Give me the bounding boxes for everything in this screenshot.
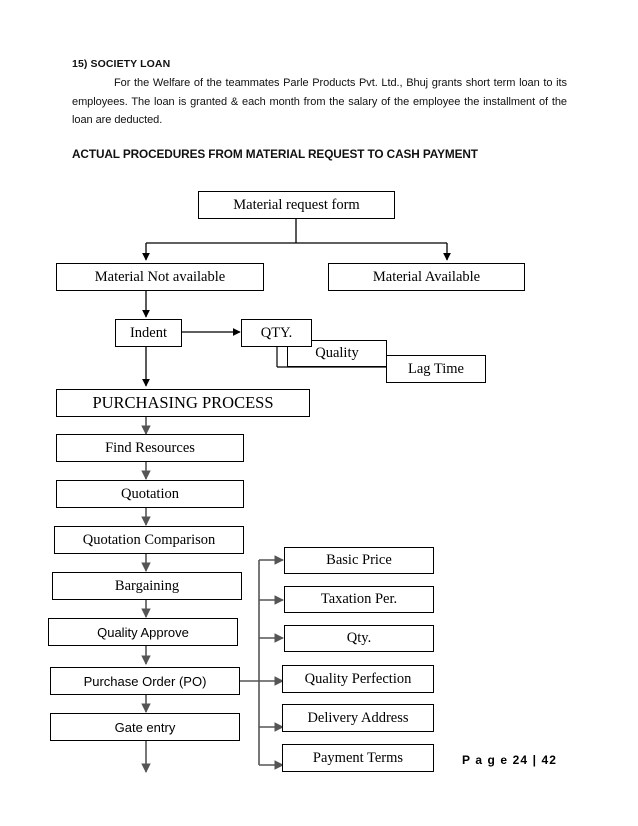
node-label: Qty. <box>346 630 372 647</box>
node-label: Quotation Comparison <box>82 531 216 548</box>
node-indent[interactable]: Indent <box>115 319 182 347</box>
node-label: Find Resources <box>105 439 195 456</box>
node-payment-terms[interactable]: Payment Terms <box>282 744 434 772</box>
node-label: Purchase Order (PO) <box>83 673 207 689</box>
node-label: Delivery Address <box>307 709 409 726</box>
node-label: Indent <box>129 324 168 341</box>
node-label: Lag Time <box>408 360 464 377</box>
section-heading: 15) SOCIETY LOAN <box>72 58 171 70</box>
node-label: QTY. <box>260 324 293 341</box>
node-label: Payment Terms <box>312 749 404 766</box>
node-qty-right[interactable]: Qty. <box>284 625 434 652</box>
node-find-resources[interactable]: Find Resources <box>56 434 244 462</box>
node-label: Material Not available <box>94 268 226 285</box>
page-number-footer: P a g e 24 | 42 <box>462 753 558 767</box>
node-quotation-comparison[interactable]: Quotation Comparison <box>54 526 244 554</box>
node-delivery-address[interactable]: Delivery Address <box>282 704 434 732</box>
node-label: Material request form <box>233 196 360 213</box>
node-label: Taxation Per. <box>320 591 398 608</box>
node-material-not-available[interactable]: Material Not available <box>56 263 264 291</box>
node-label: Quotation <box>121 485 179 502</box>
node-label: Bargaining <box>114 577 180 594</box>
node-label: Quality <box>315 345 359 362</box>
node-purchase-order[interactable]: Purchase Order (PO) <box>50 667 240 695</box>
node-label: Material Available <box>372 268 481 285</box>
node-gate-entry[interactable]: Gate entry <box>50 713 240 741</box>
node-quality[interactable]: Quality <box>287 340 387 367</box>
node-label: Basic Price <box>326 552 392 569</box>
node-material-request-form[interactable]: Material request form <box>198 191 395 219</box>
node-quality-approve[interactable]: Quality Approve <box>48 618 238 646</box>
node-taxation-per[interactable]: Taxation Per. <box>284 586 434 613</box>
node-lag-time[interactable]: Lag Time <box>386 355 486 383</box>
node-purchasing-process[interactable]: PURCHASING PROCESS <box>56 389 310 417</box>
node-basic-price[interactable]: Basic Price <box>284 547 434 574</box>
node-quotation[interactable]: Quotation <box>56 480 244 508</box>
node-bargaining[interactable]: Bargaining <box>52 572 242 600</box>
node-quality-perfection[interactable]: Quality Perfection <box>282 665 434 693</box>
node-label: Quality Approve <box>97 624 189 640</box>
procedures-heading: ACTUAL PROCEDURES FROM MATERIAL REQUEST … <box>72 147 478 161</box>
node-material-available[interactable]: Material Available <box>328 263 525 291</box>
node-label: PURCHASING PROCESS <box>92 392 274 412</box>
body-paragraph: For the Welfare of the teammates Parle P… <box>72 77 567 126</box>
node-qty-top[interactable]: QTY. <box>241 319 312 347</box>
node-label: Quality Perfection <box>304 670 412 687</box>
node-label: Gate entry <box>114 719 176 735</box>
